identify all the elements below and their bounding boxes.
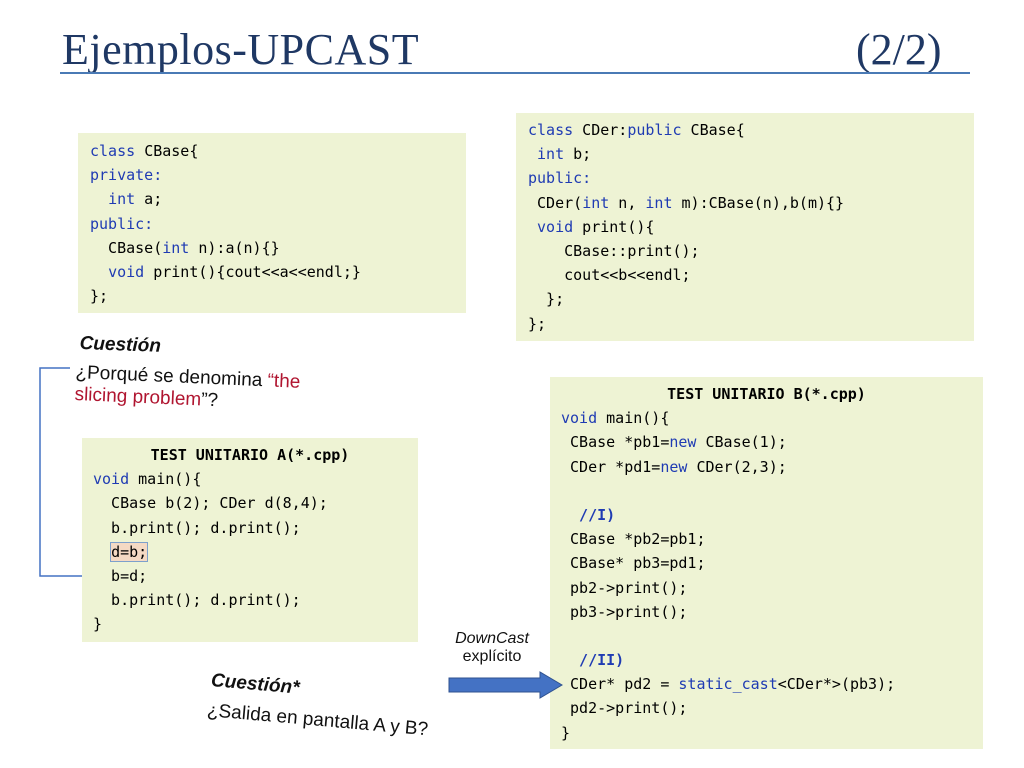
code-line: d=b; [93,540,418,564]
code-line: CDer *pd1=new CDer(2,3); [561,457,787,476]
slide-title: Ejemplos-UPCAST [62,25,420,74]
code-line: CBase::print(); [528,241,700,260]
code-line: CBase *pb2=pb1; [561,530,706,549]
code-text: CBase{ [144,142,199,160]
downcast-label: DownCast explícito [455,630,529,665]
code-line: CBase *pb1=new CBase(1); [561,433,787,452]
code-line: pb3->print(); [561,602,688,621]
code-line: CDer(int n, int m):CBase(n),b(m){} [528,193,845,212]
question-text: ¿Porqué se denomina “the slicing problem… [74,362,301,412]
code-line: pb2->print(); [561,578,688,597]
code-line: private: [90,166,163,185]
code-line: void print(){cout<<a<<endl;} [108,262,361,281]
code-line: CBase b(2); CDer d(8,4); [93,494,328,513]
code-line: int b; [537,145,592,164]
code-line: b=d; [93,566,148,585]
downcast-arrow [448,671,563,699]
code-line: public: [528,169,592,188]
code-line: //I) [570,505,616,524]
code-line: CDer* pd2 = static_cast<CDer*>(pb3); [561,675,896,694]
code-line [561,624,983,648]
code-line: CBase(int n):a(n){} [90,238,280,257]
code-box-test-b: TEST UNITARIO B(*.cpp) void main(){ CBas… [550,377,983,749]
code-line: class CDer:public CBase{ [528,121,745,139]
code-box-cbase: class CBase{ private: int a; public: CBa… [78,133,466,313]
code-box-cder: class CDer:public CBase{ int b; public: … [516,113,974,341]
code-line: }; [90,287,109,306]
code-line: b.print(); d.print(); [93,518,301,537]
code-line: void main(){ [93,470,202,489]
code-box-test-a: TEST UNITARIO A(*.cpp) void main(){ CBas… [82,438,418,642]
code-line: //II) [570,651,625,670]
code-line: public: [90,214,154,233]
code-line: pd2->print(); [561,699,688,718]
code-line: } [93,615,103,634]
code-line [561,479,983,503]
code-line: }; [528,314,547,333]
question-title: Cuestión [79,333,162,357]
code-line: class CBase{ [90,142,199,160]
test-header: TEST UNITARIO A(*.cpp) [150,446,350,464]
code-line: } [561,723,571,742]
code-line: }; [528,290,565,309]
code-line: void print(){ [537,217,655,236]
page-indicator: (2/2) [856,25,942,74]
test-header: TEST UNITARIO B(*.cpp) [667,385,866,403]
code-line: cout<<b<<endl; [528,266,691,285]
code-line: int a; [108,190,163,209]
code-line: void main(){ [561,409,670,428]
question2-title: Cuestión* [210,670,301,699]
title-underline [60,72,970,74]
question2-text: ¿Salida en pantalla A y B? [206,700,429,741]
code-line: CBase* pb3=pd1; [561,554,706,573]
highlighted-assignment: d=b; [110,541,149,562]
code-line: b.print(); d.print(); [93,591,301,610]
